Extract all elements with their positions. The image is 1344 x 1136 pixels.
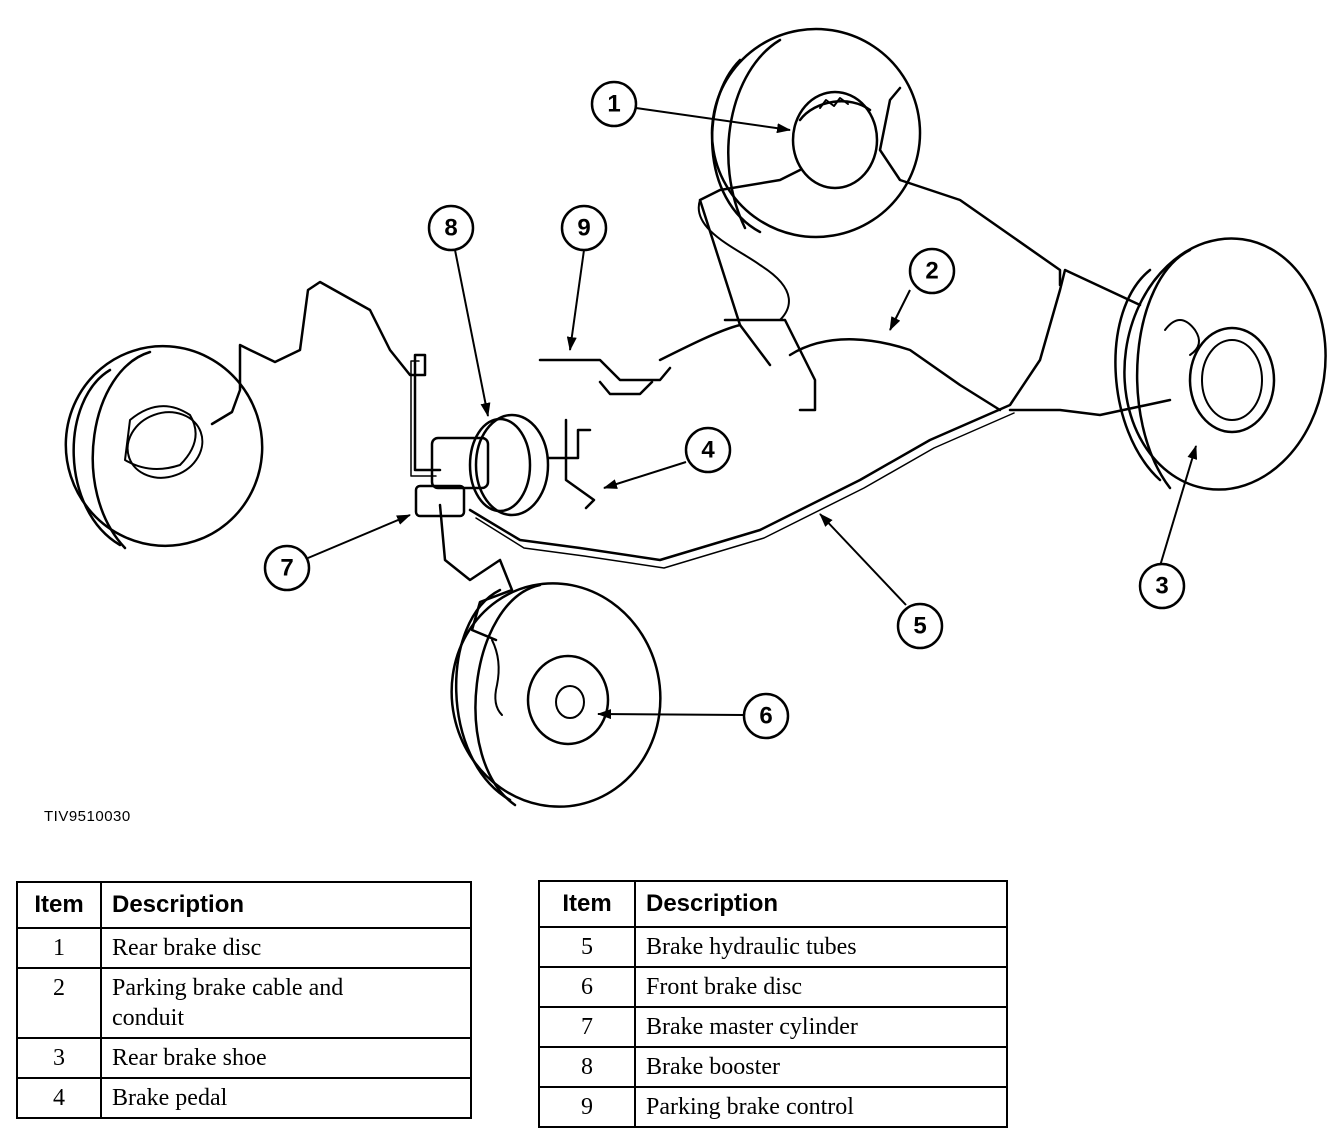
- item-description: Brake master cylinder: [634, 1006, 1008, 1048]
- header-description: Description: [100, 881, 472, 929]
- callout-9: 9: [577, 215, 590, 242]
- table-row: 5 Brake hydraulic tubes: [538, 926, 1008, 968]
- callout-1: 1: [607, 91, 620, 118]
- table-row: 2 Parking brake cable and conduit: [16, 967, 472, 1039]
- parking-brake-control-drawing: [538, 318, 817, 412]
- item-description: Parking brake control: [634, 1086, 1008, 1128]
- callout-3-circle: [1138, 562, 1186, 610]
- master-cylinder-drawing: [430, 436, 490, 490]
- brake-line-left: [210, 280, 442, 472]
- callout-9-circle: [560, 204, 608, 252]
- item-number: 3: [16, 1037, 102, 1079]
- item-number: 2: [16, 967, 102, 1039]
- rear-wheel-right: [1114, 237, 1327, 491]
- legend-header-row: Item Description: [538, 880, 1008, 928]
- item-number: 5: [538, 926, 636, 968]
- brake-line-front: [438, 503, 514, 642]
- callout-5: 5: [913, 613, 926, 640]
- table-row: 7 Brake master cylinder: [538, 1006, 1008, 1048]
- item-number: 4: [16, 1077, 102, 1119]
- rear-wheel-top: [710, 27, 922, 239]
- brake-hydraulic-tubes: [468, 268, 1142, 562]
- rear-brake-shoe-drawing: [1188, 326, 1276, 434]
- rear-brake-disc-drawing: [791, 90, 879, 190]
- callout-7-circle: [263, 544, 311, 592]
- item-number: 8: [538, 1046, 636, 1088]
- brake-booster-assembly: [414, 413, 596, 518]
- legend-header-row: Item Description: [16, 881, 472, 929]
- callout-4-circle: [684, 426, 732, 474]
- callout-8: 8: [444, 215, 457, 242]
- callout-8-circle: [427, 204, 475, 252]
- front-wheel-bottom: [450, 582, 662, 808]
- item-number: 9: [538, 1086, 636, 1128]
- brake-booster-drawing: [474, 413, 550, 517]
- callout-2: 2: [925, 258, 938, 285]
- legend-table-right: Item Description 5 Brake hydraulic tubes…: [538, 880, 1008, 1128]
- callout-1-circle: [590, 80, 638, 128]
- parking-brake-cable: [788, 338, 1002, 412]
- table-row: 9 Parking brake control: [538, 1086, 1008, 1128]
- legend-table-left: Item Description 1 Rear brake disc 2 Par…: [16, 881, 472, 1119]
- front-brake-disc-drawing: [526, 654, 610, 746]
- item-number: 6: [538, 966, 636, 1008]
- item-description: Rear brake shoe: [100, 1037, 472, 1079]
- table-row: 1 Rear brake disc: [16, 927, 472, 969]
- item-description: Parking brake cable and conduit: [100, 967, 472, 1039]
- callout-7: 7: [280, 555, 293, 582]
- item-description: Brake booster: [634, 1046, 1008, 1088]
- table-row: 3 Rear brake shoe: [16, 1037, 472, 1079]
- header-description: Description: [634, 880, 1008, 928]
- item-description: Brake hydraulic tubes: [634, 926, 1008, 968]
- callout-4: 4: [701, 437, 715, 464]
- table-row: 8 Brake booster: [538, 1046, 1008, 1088]
- table-row: 4 Brake pedal: [16, 1077, 472, 1119]
- header-item: Item: [16, 881, 102, 929]
- item-number: 7: [538, 1006, 636, 1048]
- figure-id: TIV9510030: [44, 808, 131, 825]
- callout-5-circle: [896, 602, 944, 650]
- callout-6: 6: [759, 703, 772, 730]
- header-item: Item: [538, 880, 636, 928]
- item-description: Brake pedal: [100, 1077, 472, 1119]
- item-description: Front brake disc: [634, 966, 1008, 1008]
- table-row: 6 Front brake disc: [538, 966, 1008, 1008]
- brake-system-diagram: 1 2 3 4 5 6 7 8 9: [64, 27, 1327, 808]
- callout-6-circle: [742, 692, 790, 740]
- callout-2-circle: [908, 247, 956, 295]
- item-description: Rear brake disc: [100, 927, 472, 969]
- item-number: 1: [16, 927, 102, 969]
- callout-3: 3: [1155, 573, 1168, 600]
- front-wheel-left: [64, 344, 264, 550]
